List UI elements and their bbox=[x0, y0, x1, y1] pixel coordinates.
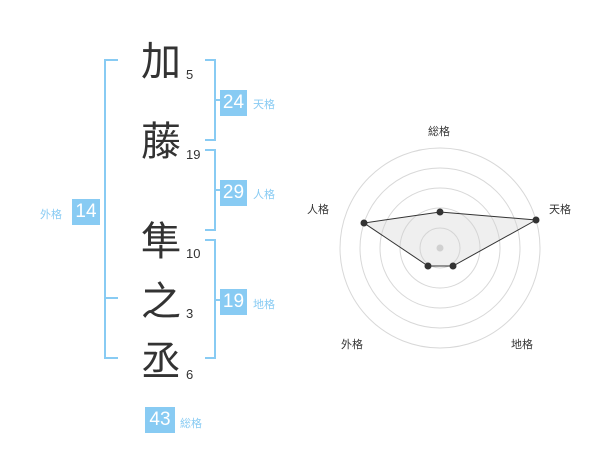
soukaku-label: 総格 bbox=[180, 417, 202, 430]
radar-ring-3 bbox=[379, 187, 501, 309]
radar-ring-2 bbox=[399, 207, 481, 289]
radar-label-chikaku: 地格 bbox=[511, 338, 533, 351]
stroke-count-3: 10 bbox=[186, 246, 201, 261]
stroke-count-2: 19 bbox=[186, 147, 201, 162]
radar-point-soukaku bbox=[436, 208, 444, 216]
jinkaku-label: 人格 bbox=[253, 188, 275, 201]
name-char-4: 之 bbox=[141, 279, 181, 325]
radar-center-dot bbox=[436, 244, 444, 252]
radar-label-jinkaku: 人格 bbox=[307, 203, 329, 216]
jinkaku-value: 29 bbox=[220, 180, 247, 206]
gaikaku-bracket bbox=[104, 59, 118, 359]
radar-label-gaikaku: 外格 bbox=[341, 338, 363, 351]
tenkaku-value: 24 bbox=[220, 90, 247, 116]
radar-point-gaikaku bbox=[424, 262, 432, 270]
radar-label-soukaku: 総格 bbox=[428, 125, 450, 138]
radar-point-tenkaku bbox=[532, 216, 540, 224]
stroke-count-4: 3 bbox=[186, 306, 194, 321]
radar-ring-5 bbox=[339, 147, 541, 349]
radar-label-tenkaku: 天格 bbox=[549, 203, 571, 216]
gaikaku-value: 14 bbox=[72, 199, 100, 225]
radar-ring-1 bbox=[419, 227, 461, 269]
radar-point-jinkaku bbox=[360, 219, 368, 227]
chikaku-label: 地格 bbox=[253, 298, 275, 311]
chikaku-value: 19 bbox=[220, 289, 247, 315]
stroke-count-5: 6 bbox=[186, 367, 194, 382]
name-char-1: 加 bbox=[141, 39, 181, 85]
name-char-3: 隼 bbox=[141, 219, 181, 265]
tenkaku-label: 天格 bbox=[253, 98, 275, 111]
soukaku-value: 43 bbox=[145, 407, 175, 433]
radar-polygon bbox=[362, 211, 538, 267]
radar-point-chikaku bbox=[449, 262, 457, 270]
name-char-2: 藤 bbox=[141, 119, 181, 165]
gaikaku-label: 外格 bbox=[40, 208, 62, 221]
stroke-count-1: 5 bbox=[186, 67, 194, 82]
radar-ring-4 bbox=[359, 167, 521, 329]
name-char-5: 丞 bbox=[141, 339, 181, 385]
